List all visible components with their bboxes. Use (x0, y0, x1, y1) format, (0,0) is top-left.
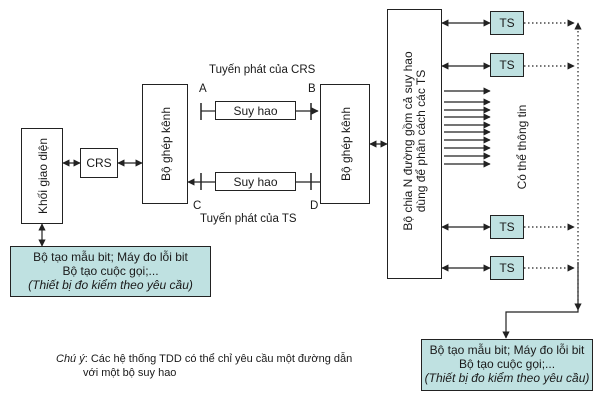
ts-box-2: TS (490, 53, 524, 77)
splitter-label-line2: dùng để phân cách các TS (414, 69, 428, 213)
ts-box-4: TS (490, 256, 524, 280)
crs-path-label: Tuyến phát của CRS (209, 64, 316, 76)
ts-box-1: TS (490, 11, 524, 35)
footnote-line2: với một bộ suy hao (83, 367, 177, 379)
attenuator-bottom-label: Suy hao (233, 174, 278, 189)
splitter-label: Bộ chia N đường gồm cả suy hao dùng để p… (401, 6, 428, 276)
attenuator-top-label: Suy hao (233, 103, 278, 118)
crs-block: CRS (80, 148, 118, 178)
point-b-label: B (308, 83, 316, 95)
left-equipment-line3: (Thiết bị đo kiểm theo yêu cầu) (28, 278, 193, 292)
possibly-info-label: Có thể thông tin (515, 104, 529, 190)
crs-label: CRS (86, 156, 112, 170)
ts-box-3: TS (490, 215, 524, 239)
mux-left-label: Bộ ghép kênh (159, 106, 173, 182)
splitter-block: Bộ chia N đường gồm cả suy hao dùng để p… (387, 9, 442, 279)
point-c-label: C (193, 200, 202, 212)
ts-path-label: Tuyến phát của TS (200, 213, 297, 225)
left-equipment-line1: Bộ tạo mẫu bit; Máy đo lỗi bit (33, 250, 188, 264)
right-equipment-line2: Bộ tạo cuộc gọi;... (458, 357, 556, 371)
attenuator-bottom: Suy hao (215, 172, 296, 191)
left-equipment-box: Bộ tạo mẫu bit; Máy đo lỗi bit Bộ tạo cu… (10, 246, 211, 297)
interface-label: Khối giao diện (36, 137, 50, 215)
attenuator-top: Suy hao (215, 101, 296, 120)
point-d-label: D (310, 200, 319, 212)
footnote-prefix: Chú ý (56, 353, 85, 365)
mux-left-block: Bộ ghép kênh (142, 84, 188, 204)
mux-right-label: Bộ ghép kênh (339, 106, 353, 182)
interface-block: Khối giao diện (21, 128, 63, 224)
mux-right-block: Bộ ghép kênh (320, 84, 370, 204)
right-equipment-box: Bộ tạo mẫu bit; Máy đo lỗi bit Bộ tạo cu… (421, 339, 593, 391)
left-equipment-line2: Bộ tạo cuộc gọi;... (62, 264, 159, 278)
right-equipment-line3: (Thiết bị đo kiểm theo yêu cầu) (424, 371, 590, 385)
point-a-label: A (199, 83, 207, 95)
footnote-line1: : Các hệ thống TDD có thể chỉ yêu cầu mộ… (84, 353, 353, 365)
right-equipment-line1: Bộ tạo mẫu bit; Máy đo lỗi bit (429, 343, 585, 357)
footnote: Chú ý: Các hệ thống TDD có thể chỉ yêu c… (56, 352, 352, 380)
